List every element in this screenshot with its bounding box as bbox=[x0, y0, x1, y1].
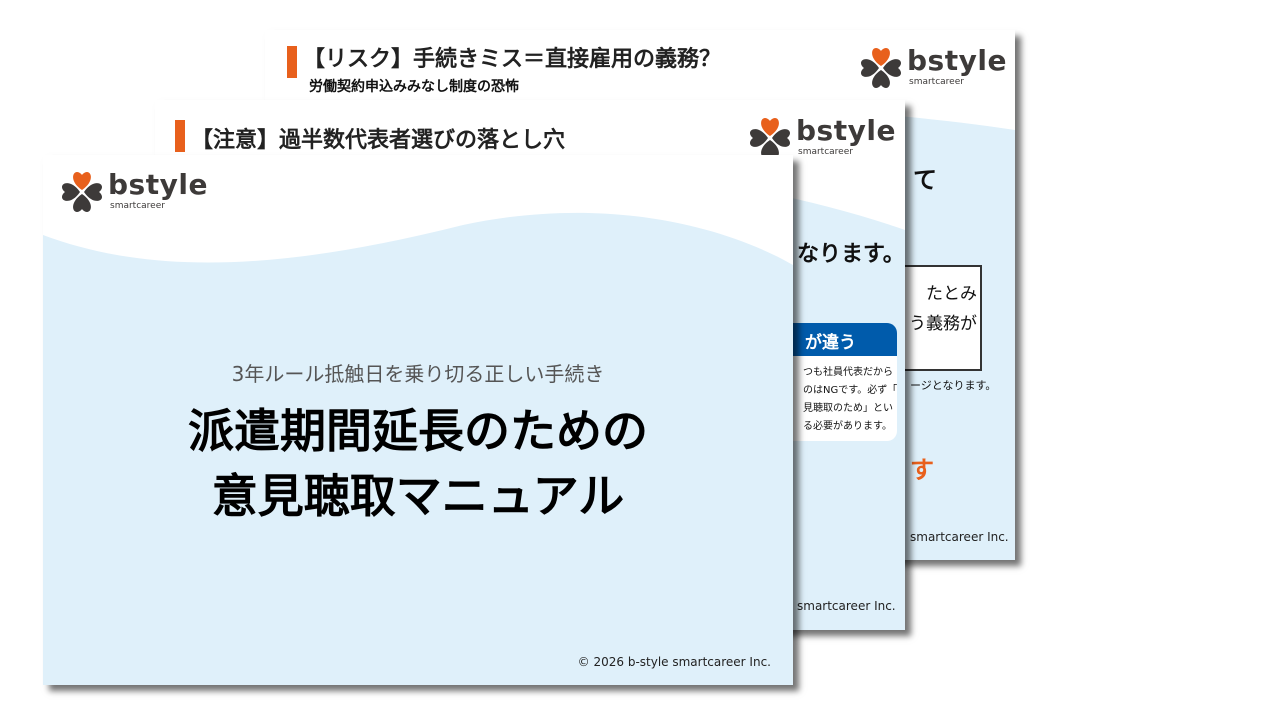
orange-text: す bbox=[910, 456, 934, 484]
text-fragment: なります。 bbox=[797, 242, 905, 267]
card-header-text: が違う bbox=[805, 333, 856, 353]
clover-heart-logo-icon bbox=[861, 48, 901, 88]
slide-1: bstyle smartcareer 3年ルール抵触日を乗り切る正しい手続き 派… bbox=[43, 155, 793, 685]
card-line: る必要があります。 bbox=[803, 421, 892, 432]
slide-title-line-2: 意見聴取マニュアル bbox=[211, 469, 625, 523]
box-line: う義務が bbox=[909, 314, 977, 334]
card-line: 見聴取のため」とい bbox=[803, 403, 893, 414]
text-fragment: て bbox=[913, 166, 937, 194]
logo-wordmark: bstyle bbox=[108, 168, 208, 201]
slide-subtitle: 労働契約申込みみなし制度の恐怖 bbox=[309, 79, 519, 95]
background-wave bbox=[43, 212, 793, 685]
logo-wordmark: bstyle bbox=[796, 114, 896, 147]
slide-title: 【リスク】手続きミス＝直接雇用の義務？ bbox=[303, 47, 722, 72]
bstyle-logo: bstyle smartcareer bbox=[60, 168, 207, 216]
slide-title-line-1: 派遣期間延長のための bbox=[188, 404, 648, 458]
clover-heart-logo-icon bbox=[62, 172, 102, 212]
bstyle-logo: bstyle smartcareer bbox=[748, 114, 895, 162]
footer-copyright: © 2026 b-style smartcareer Inc. bbox=[577, 655, 771, 669]
bstyle-logo: bstyle smartcareer bbox=[859, 44, 1006, 92]
footer-copyright: smartcareer Inc. bbox=[797, 599, 896, 613]
note-text: ージとなります。 bbox=[910, 379, 997, 392]
clover-heart-logo-icon bbox=[750, 118, 790, 158]
slide-subtitle: 3年ルール抵触日を乗り切る正しい手続き bbox=[231, 362, 605, 386]
slide-title: 【注意】過半数代表者選びの落とし穴 bbox=[191, 128, 566, 153]
logo-subtext: smartcareer bbox=[909, 77, 964, 87]
logo-subtext: smartcareer bbox=[798, 147, 853, 157]
title-accent-bar bbox=[175, 120, 185, 152]
title-accent-bar bbox=[287, 46, 297, 78]
footer-copyright: smartcareer Inc. bbox=[910, 530, 1009, 544]
logo-wordmark: bstyle bbox=[907, 44, 1007, 77]
box-line: たとみ bbox=[926, 284, 977, 304]
logo-subtext: smartcareer bbox=[110, 201, 165, 211]
card-line: つも社員代表だから bbox=[803, 367, 893, 378]
card-line: のはNGです。必ず「 bbox=[803, 385, 898, 396]
